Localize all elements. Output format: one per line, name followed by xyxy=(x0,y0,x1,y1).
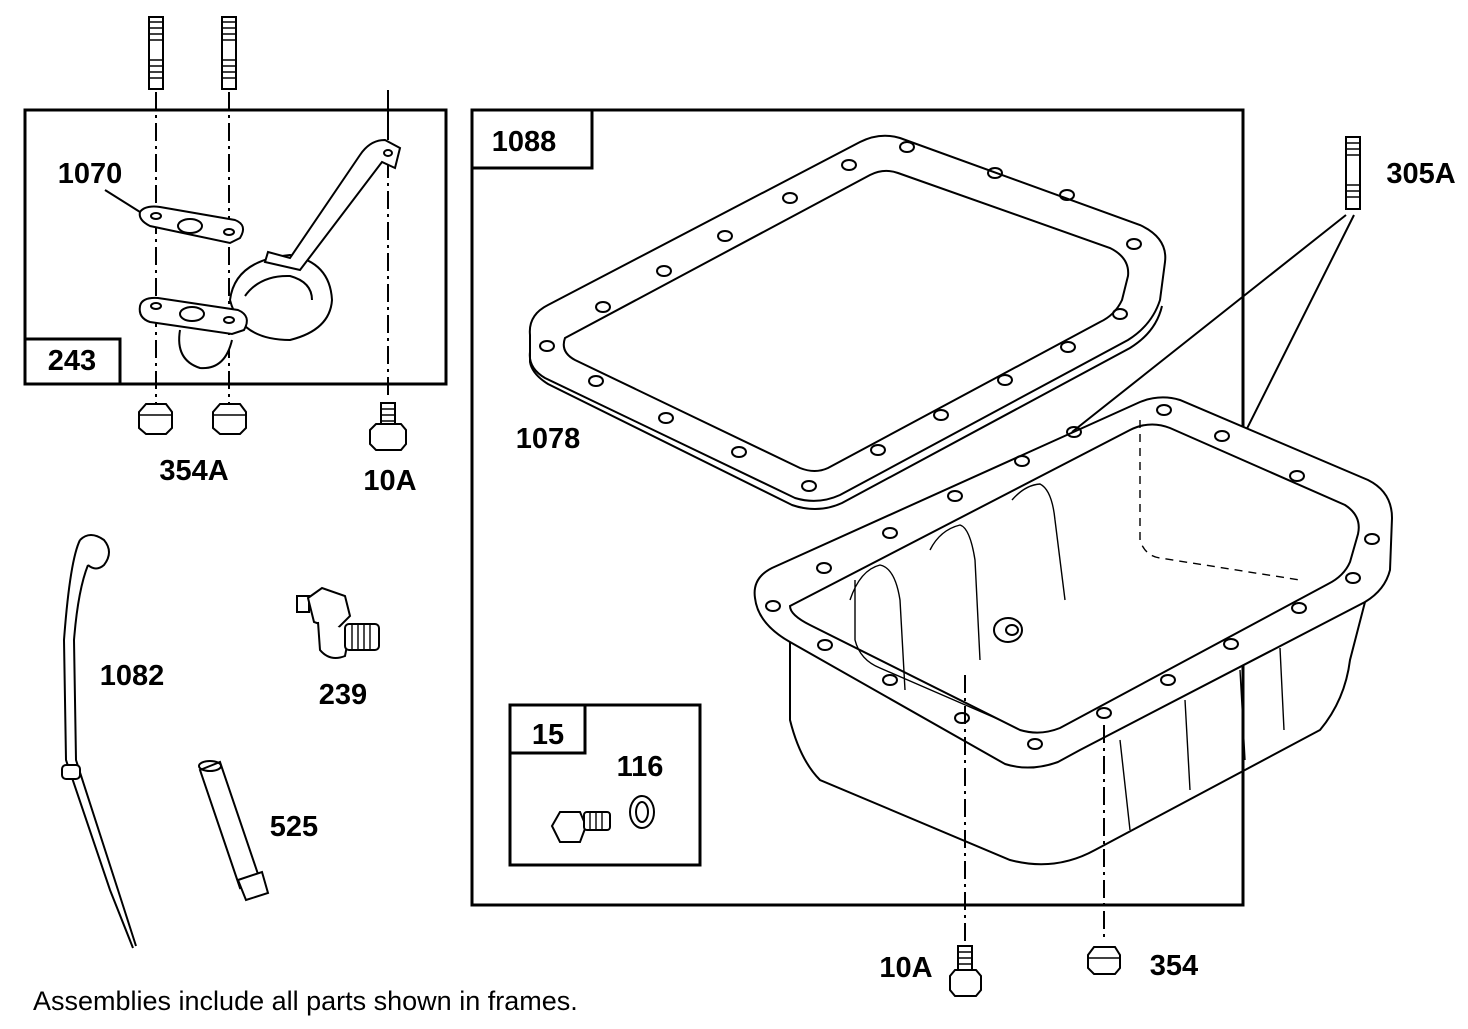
label-525: 525 xyxy=(270,811,318,843)
oil-pan xyxy=(753,396,1394,866)
label-10A-bottom: 10A xyxy=(879,952,932,984)
label-354: 354 xyxy=(1150,950,1198,982)
frame-15: 15 xyxy=(508,703,702,867)
stud-305A xyxy=(1345,136,1361,210)
pickup-flange xyxy=(138,296,248,336)
label-1070: 1070 xyxy=(58,158,123,190)
tube-525 xyxy=(198,760,270,902)
oil-sensor-239 xyxy=(296,586,380,659)
nut-354 xyxy=(1087,946,1121,975)
sealing-washer-116 xyxy=(629,795,655,829)
label-1082: 1082 xyxy=(100,660,165,692)
nut-354A-right xyxy=(212,403,247,435)
stud-left xyxy=(148,16,164,90)
label-10A-top: 10A xyxy=(363,465,416,497)
bolt-10A-top xyxy=(369,402,407,451)
nut-354A-left xyxy=(138,403,173,435)
gasket-bolt-holes xyxy=(539,141,1142,492)
gasket-1070 xyxy=(138,205,245,245)
label-116: 116 xyxy=(617,751,664,783)
oil-pickup xyxy=(178,138,402,370)
bolt-10A-bottom xyxy=(949,945,982,997)
pan-bolt-holes xyxy=(765,404,1380,750)
frame-243: 243 xyxy=(23,108,448,386)
frame-15-label: 15 xyxy=(532,719,564,751)
label-1078: 1078 xyxy=(516,423,581,455)
stud-right xyxy=(221,16,237,90)
footer-note: Assemblies include all parts shown in fr… xyxy=(33,986,578,1016)
label-239: 239 xyxy=(319,679,367,711)
drain-plug xyxy=(550,811,611,843)
leader-1070 xyxy=(104,189,141,213)
gasket-1078 xyxy=(528,134,1167,510)
frame-1088-label: 1088 xyxy=(492,126,557,158)
frame-243-label: 243 xyxy=(48,345,96,377)
label-354A: 354A xyxy=(159,455,228,487)
dipstick-1082 xyxy=(61,534,137,949)
label-305A: 305A xyxy=(1386,158,1455,190)
